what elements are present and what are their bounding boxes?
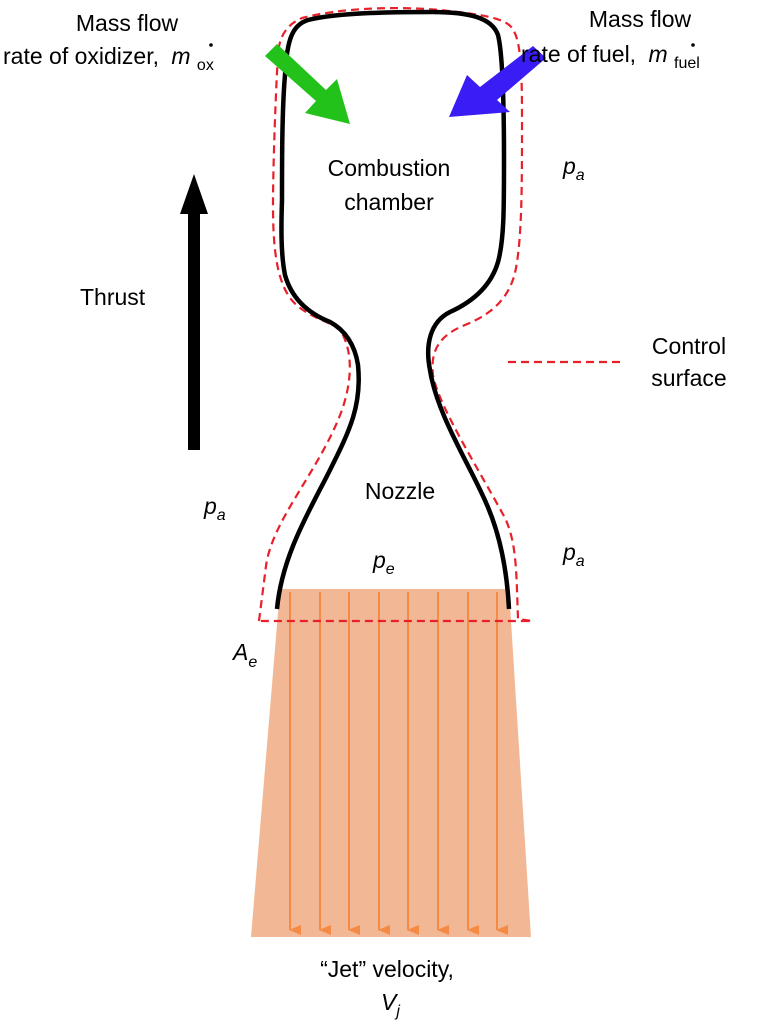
- jet-plume: [251, 589, 531, 937]
- thrust-label: Thrust: [80, 284, 146, 310]
- pressure-symbol: p: [562, 153, 576, 179]
- pressure-subscript: a: [217, 507, 226, 524]
- fuel-label-line1: Mass flow: [589, 6, 692, 32]
- oxidizer-label-line1: Mass flow: [76, 10, 179, 36]
- ambient-pressure-label-upper-right: pa: [562, 153, 585, 184]
- chamber-label-line2: chamber: [344, 189, 434, 215]
- pressure-symbol: p: [203, 493, 217, 519]
- fuel-symbol: m: [648, 41, 667, 67]
- chamber-label-line1: Combustion: [328, 155, 451, 181]
- fuel-subscript: fuel: [674, 55, 700, 72]
- exit-area-symbol: A: [231, 639, 248, 665]
- oxidizer-subscript: ox: [197, 57, 214, 74]
- pressure-subscript: a: [576, 553, 585, 570]
- exit-area-subscript: e: [248, 654, 257, 671]
- jet-velocity-symbol: V: [381, 989, 399, 1015]
- exit-pressure-subscript: e: [386, 561, 395, 578]
- nozzle-wall-left: [274, 9, 512, 610]
- jet-velocity-label-line1: “Jet” velocity,: [320, 956, 454, 982]
- pressure-symbol: p: [562, 539, 576, 565]
- oxidizer-symbol: m: [171, 43, 190, 69]
- fuel-label-text: rate of fuel,: [521, 41, 636, 67]
- jet-velocity-arrows: [289, 592, 508, 935]
- oxidizer-flow-arrow: [265, 44, 350, 124]
- fuel-label-line2: rate of fuel, m fuel: [521, 41, 700, 72]
- pressure-subscript: a: [576, 167, 585, 184]
- exit-pressure-label: pe: [372, 547, 395, 578]
- nozzle-label: Nozzle: [365, 478, 435, 504]
- jet-velocity-subscript: j: [394, 1003, 400, 1020]
- ambient-pressure-label-left: pa: [203, 493, 226, 524]
- jet-velocity-label-line2: Vj: [381, 989, 400, 1020]
- control-surface-label-line1: Control: [652, 333, 726, 359]
- thrust-arrow: [180, 174, 208, 450]
- exit-pressure-symbol: p: [372, 547, 386, 573]
- ambient-pressure-label-lower-right: pa: [562, 539, 585, 570]
- fuel-flow-arrow: [449, 46, 546, 117]
- oxidizer-label-line2: rate of oxidizer, m ox: [3, 43, 214, 74]
- oxidizer-label-text: rate of oxidizer,: [3, 43, 159, 69]
- oxidizer-dot: [209, 43, 213, 47]
- fuel-dot: [691, 43, 695, 47]
- control-surface-label-line2: surface: [651, 365, 726, 391]
- exit-area-label: Ae: [231, 639, 257, 671]
